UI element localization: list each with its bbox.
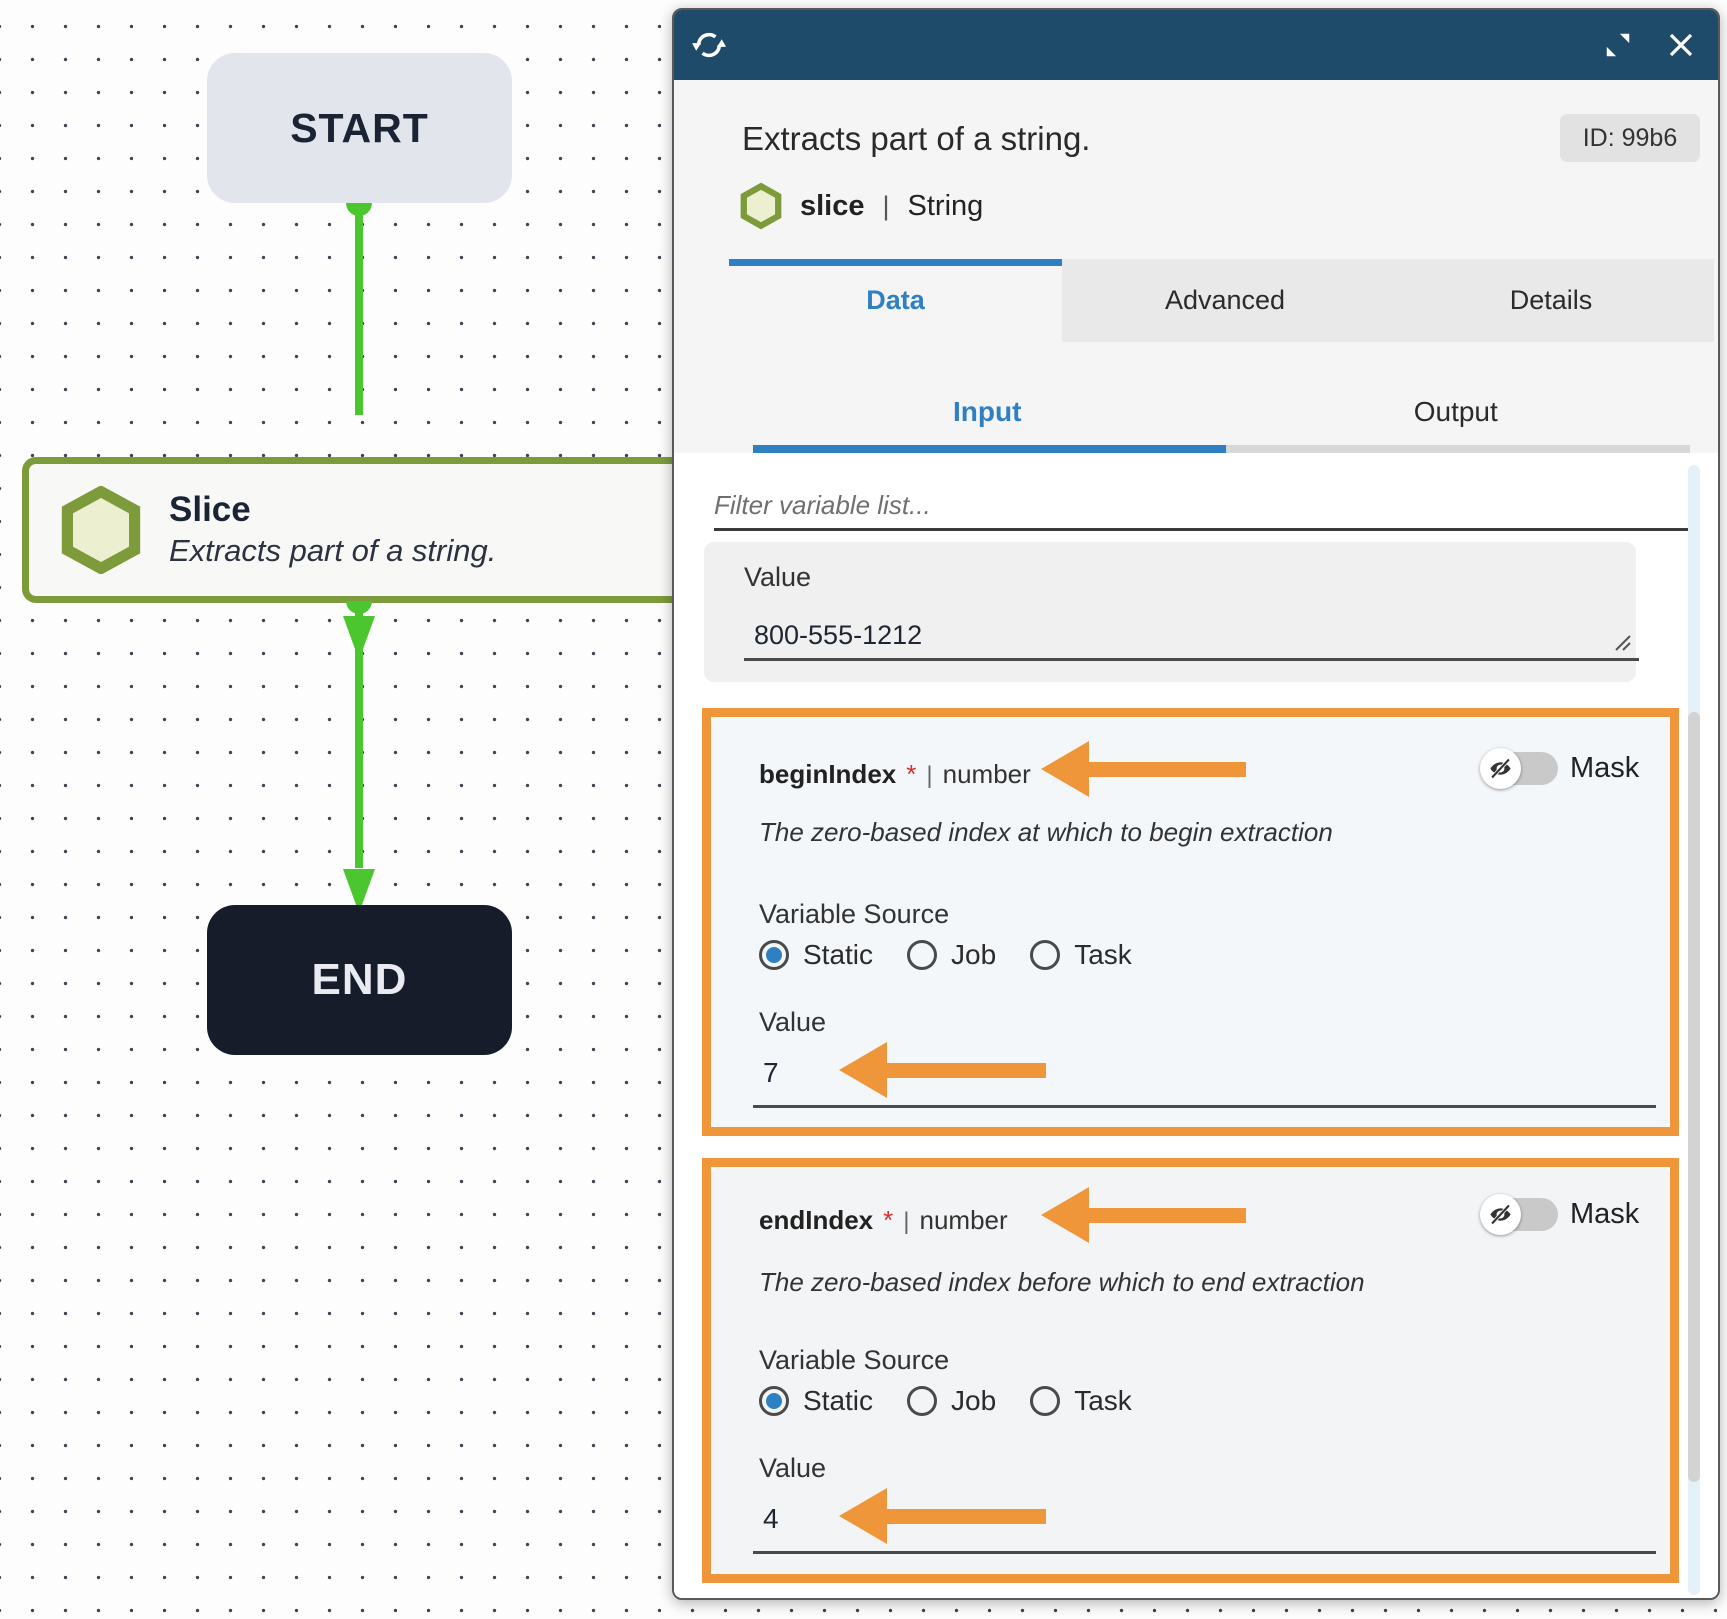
task-config-panel: Extracts part of a string. ID: 99b6 slic…: [672, 8, 1720, 1600]
radio-task[interactable]: Task: [1030, 939, 1132, 971]
mask-toggle[interactable]: [1480, 1194, 1558, 1235]
filter-variable-input[interactable]: [714, 483, 1690, 531]
task-id-badge: ID: 99b6: [1560, 114, 1700, 162]
panel-header: [674, 10, 1718, 80]
required-marker: *: [906, 759, 917, 789]
start-node-label: START: [290, 104, 429, 151]
radio-task[interactable]: Task: [1030, 1385, 1132, 1417]
variable-source-radio-group: Static Job Task: [759, 1385, 1132, 1417]
value-label: Value: [759, 1453, 827, 1483]
scrollbar-track[interactable]: [1688, 465, 1700, 1595]
param-header: beginIndex * | number: [759, 759, 1031, 790]
subtab-underline: [753, 445, 1690, 453]
radio-job[interactable]: Job: [907, 939, 996, 971]
sync-icon[interactable]: [690, 26, 728, 64]
value-input-underline: [753, 1551, 1656, 1554]
variable-source-label: Variable Source: [759, 1345, 950, 1375]
radio-job[interactable]: Job: [907, 1385, 996, 1417]
value-field-text[interactable]: 800-555-1212: [754, 620, 923, 650]
endindex-value-input[interactable]: 4: [763, 1503, 779, 1534]
radio-static[interactable]: Static: [759, 1385, 873, 1417]
tab-details[interactable]: Details: [1388, 259, 1714, 342]
param-name: endIndex: [759, 1205, 874, 1235]
param-header: endIndex * | number: [759, 1205, 1008, 1236]
mask-control: Mask: [1480, 1194, 1640, 1235]
required-marker: *: [883, 1205, 894, 1235]
variable-source-radio-group: Static Job Task: [759, 939, 1132, 971]
eye-off-icon: [1480, 1194, 1521, 1235]
subtab-output[interactable]: Output: [1413, 396, 1498, 427]
annotation-arrow: [1041, 1187, 1246, 1243]
node-separator: |: [882, 190, 890, 221]
tab-data[interactable]: Data: [729, 259, 1062, 342]
node-type: String: [907, 189, 984, 222]
panel-title: Extracts part of a string.: [742, 120, 1091, 157]
param-separator: |: [926, 762, 933, 789]
input-form-scroll-area: Value 800-555-1212 beginIndex * | number: [674, 453, 1718, 1598]
radio-icon[interactable]: [1030, 1386, 1061, 1416]
value-field-underline: [744, 658, 1639, 661]
radio-selected-icon[interactable]: [759, 940, 789, 970]
slice-task-node[interactable]: Slice Extracts part of a string.: [22, 457, 690, 603]
tab-advanced[interactable]: Advanced: [1062, 259, 1388, 342]
task-node-subtitle: Extracts part of a string.: [169, 532, 497, 568]
radio-icon[interactable]: [1030, 940, 1061, 970]
connector-line: [355, 601, 363, 868]
task-node-title: Slice: [169, 489, 251, 529]
scrollbar-thumb[interactable]: [1688, 712, 1700, 1482]
value-input-underline: [753, 1105, 1656, 1108]
main-tabs: Data Advanced Details: [674, 259, 1718, 342]
close-icon[interactable]: [1662, 26, 1700, 64]
end-node-label: END: [311, 955, 408, 1004]
start-node[interactable]: START: [207, 53, 512, 203]
radio-icon[interactable]: [907, 1386, 938, 1416]
radio-selected-icon[interactable]: [759, 1386, 789, 1416]
mask-toggle[interactable]: [1480, 748, 1558, 789]
subtab-active-indicator: [753, 445, 1227, 453]
value-field-label: Value: [744, 562, 812, 592]
annotation-arrow: [839, 1488, 1046, 1544]
endindex-section: endIndex * | number: [711, 1167, 1670, 1574]
param-description: The zero-based index at which to begin e…: [759, 817, 1333, 847]
connector-line: [355, 203, 363, 415]
io-subtabs: Input Output: [753, 372, 1690, 452]
param-description: The zero-based index before which to end…: [759, 1267, 1365, 1297]
annotation-arrow: [1041, 741, 1246, 797]
beginindex-value-input[interactable]: 7: [763, 1057, 779, 1088]
beginindex-section: beginIndex * | number: [711, 717, 1670, 1127]
end-node[interactable]: END: [207, 905, 512, 1055]
mask-label: Mask: [1570, 1198, 1640, 1230]
mask-control: Mask: [1480, 748, 1640, 789]
beginindex-annotation-box: beginIndex * | number: [702, 708, 1679, 1136]
subtab-input[interactable]: Input: [953, 396, 1022, 427]
param-type: number: [942, 759, 1031, 789]
variable-source-label: Variable Source: [759, 899, 950, 929]
mask-label: Mask: [1570, 752, 1640, 784]
value-field-card: Value 800-555-1212: [704, 542, 1639, 682]
param-type: number: [919, 1205, 1008, 1235]
radio-static[interactable]: Static: [759, 939, 873, 971]
hexagon-icon: [61, 486, 141, 574]
expand-icon[interactable]: [1599, 26, 1637, 64]
param-separator: |: [903, 1208, 910, 1235]
eye-off-icon: [1480, 748, 1521, 789]
value-label: Value: [759, 1007, 827, 1037]
param-name: beginIndex: [759, 759, 897, 789]
textarea-resize-handle-icon[interactable]: [1612, 632, 1634, 654]
endindex-annotation-box: endIndex * | number: [702, 1158, 1679, 1583]
annotation-arrow: [839, 1042, 1046, 1098]
hexagon-icon: [740, 182, 782, 230]
node-name: slice: [800, 189, 865, 222]
radio-icon[interactable]: [907, 940, 938, 970]
node-identity-row: slice | String: [740, 182, 983, 230]
